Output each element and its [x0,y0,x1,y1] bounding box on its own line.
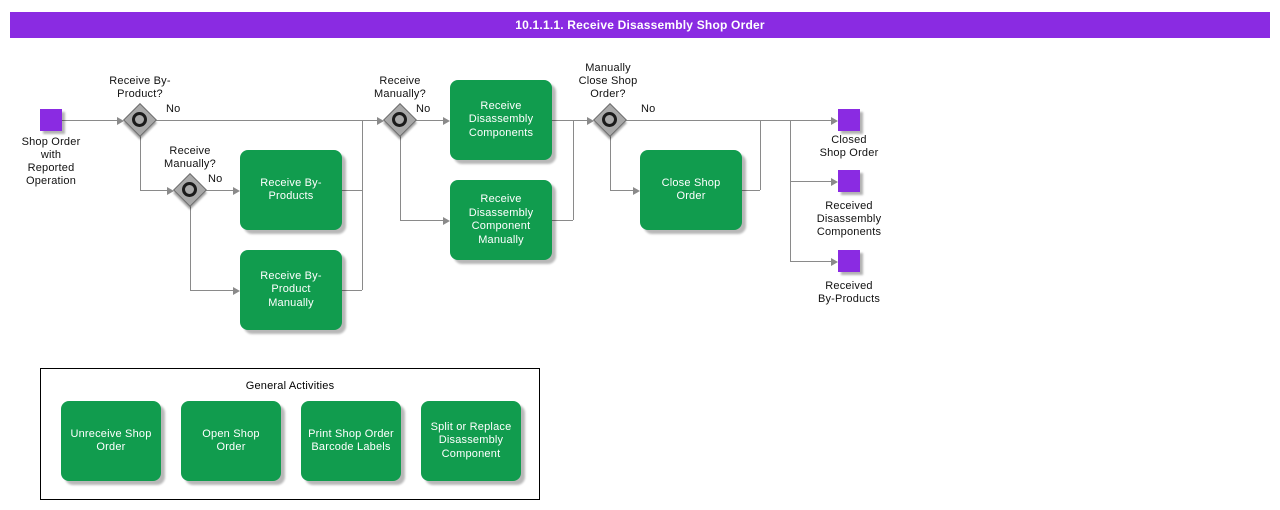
gateway-circle-icon [602,112,617,127]
activity-print-shop-order-barcode-labels[interactable]: Print Shop Order Barcode Labels [301,401,401,481]
connector-segment [573,120,574,220]
branch-label-no: No [166,103,181,115]
decision-label: Receive Manually? [374,75,426,100]
gateway-circle-icon [132,112,147,127]
activity-split-or-replace-disassembly-component[interactable]: Split or Replace Disassembly Component [421,401,521,481]
connector-segment [610,190,633,191]
arrowhead-icon [831,178,838,186]
connector-segment [190,290,233,291]
decision-label: Manually Close Shop Order? [578,62,638,100]
connector-segment [156,120,377,121]
activity-unreceive-shop-order[interactable]: Unreceive Shop Order [61,401,161,481]
connector-segment [140,136,141,190]
connector-segment [342,290,362,291]
general-activities-panel: General Activities Unreceive Shop Order … [40,368,540,500]
task-receive-disassembly-components[interactable]: Receive Disassembly Components [450,80,552,160]
end-event-closed-shop-order [838,109,860,131]
connector-segment [190,206,191,290]
end-event-label: Closed Shop Order [819,134,879,159]
general-activities-title: General Activities [245,380,335,392]
arrowhead-icon [117,117,124,125]
end-event-received-by-products [838,250,860,272]
title-bar: 10.1.1.1. Receive Disassembly Shop Order [10,12,1270,38]
end-event-label: Received By-Products [817,280,881,305]
connector-segment [416,120,443,121]
arrowhead-icon [587,117,594,125]
task-receive-disassembly-component-manually[interactable]: Receive Disassembly Component Manually [450,180,552,260]
end-event-received-disassembly-components [838,170,860,192]
connector-segment [740,190,760,191]
connector-segment [62,120,117,121]
decision-label: Receive Manually? [164,145,216,170]
decision-label: Receive By- Product? [109,75,171,100]
arrowhead-icon [377,117,384,125]
connector-segment [362,120,363,290]
start-event-label: Shop Order with Reported Operation [21,136,81,187]
arrowhead-icon [443,217,450,225]
arrowhead-icon [233,187,240,195]
connector-segment [140,190,167,191]
activity-open-shop-order[interactable]: Open Shop Order [181,401,281,481]
connector-segment [790,261,831,262]
task-receive-by-product-manually[interactable]: Receive By- Product Manually [240,250,342,330]
connector-segment [400,220,443,221]
decision-receive-manually-1 [173,173,207,207]
branch-label-no: No [416,103,431,115]
connector-segment [552,120,587,121]
decision-receive-by-product [123,103,157,137]
arrowhead-icon [633,187,640,195]
decision-manually-close-shop-order [593,103,627,137]
gateway-circle-icon [392,112,407,127]
arrowhead-icon [831,117,838,125]
arrowhead-icon [233,287,240,295]
connector-segment [760,120,761,190]
decision-receive-manually-2 [383,103,417,137]
branch-label-no: No [208,173,223,185]
task-close-shop-order[interactable]: Close Shop Order [640,150,742,230]
arrowhead-icon [167,187,174,195]
end-event-label: Received Disassembly Components [816,200,882,238]
connector-segment [400,136,401,220]
connector-segment [626,120,831,121]
connector-segment [790,181,831,182]
connector-segment [610,136,611,190]
connector-segment [342,190,362,191]
connector-segment [206,190,233,191]
connector-segment [552,220,573,221]
gateway-circle-icon [182,182,197,197]
start-event-shop-order [40,109,62,131]
branch-label-no: No [641,103,656,115]
arrowhead-icon [443,117,450,125]
connector-segment [790,120,791,261]
task-receive-by-products[interactable]: Receive By- Products [240,150,342,230]
page-title: 10.1.1.1. Receive Disassembly Shop Order [515,18,765,32]
arrowhead-icon [831,258,838,266]
